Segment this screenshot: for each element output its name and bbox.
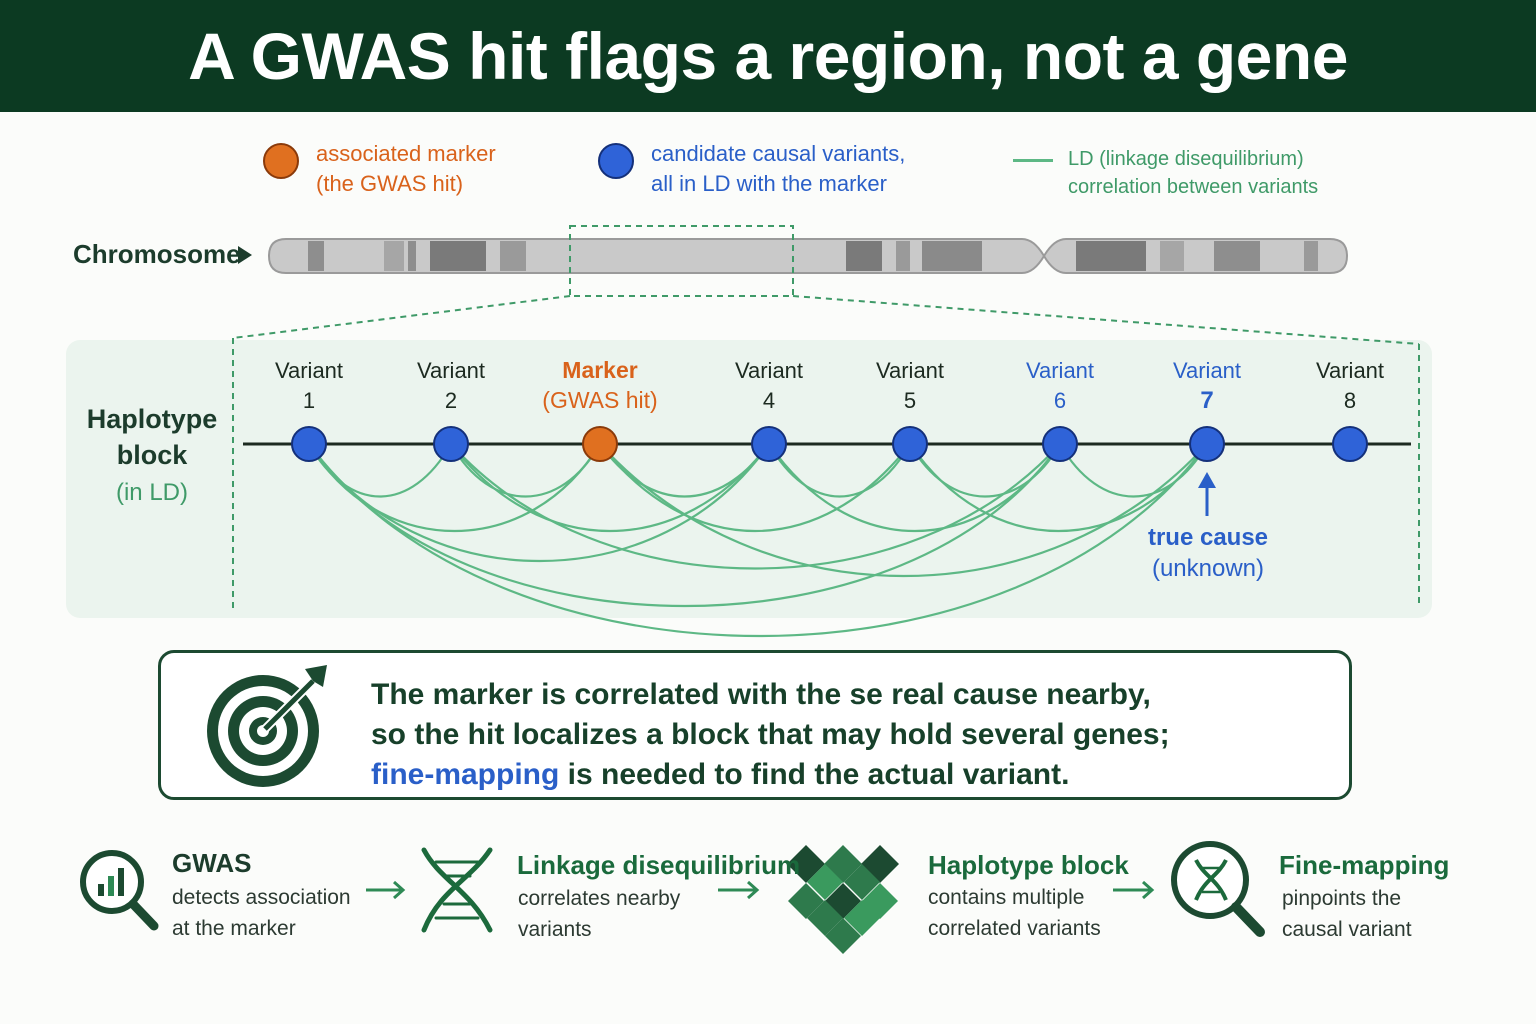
step-block-title: Haplotype block <box>928 850 1129 880</box>
callout-text: The marker is correlated with the se rea… <box>371 675 1170 795</box>
marker-label: Marker <box>562 357 637 383</box>
step-finemap-desc: pinpoints the causal variant <box>1282 883 1412 945</box>
step-finemap-title: Fine-mapping <box>1279 850 1450 880</box>
variant-2: Variant 2 <box>417 358 485 462</box>
callout-line2: so the hit localizes a block that may ho… <box>371 718 1170 751</box>
variant-2-label: Variant <box>417 358 485 383</box>
callout-line3: fine-mapping is needed to find the actua… <box>371 755 1170 795</box>
marker-legend-line1: associated marker <box>316 141 496 166</box>
variant-7-number: 7 <box>1200 387 1213 414</box>
ld-legend-text: LD (linkage disequilibrium) correlation … <box>1068 145 1318 201</box>
step-block-line2: correlated variants <box>928 917 1101 940</box>
callout-line1: The marker is correlated with the se rea… <box>371 678 1151 711</box>
zoom-line-right <box>792 295 1420 345</box>
variant-6: Variant 6 <box>1026 358 1094 462</box>
variant-1-dot <box>291 426 327 462</box>
haplotype-label-line3: (in LD) <box>116 479 188 506</box>
step-ld-line2: variants <box>518 918 592 941</box>
variant-5-label: Variant <box>876 358 944 383</box>
ld-legend-line2: correlation between variants <box>1068 176 1319 198</box>
variant-4: Variant 4 <box>735 358 803 462</box>
candidate-legend-line1: candidate causal variants, <box>651 141 906 166</box>
step-arrows <box>366 880 1155 900</box>
marker-dot <box>582 426 618 462</box>
dna-icon <box>421 847 493 933</box>
true-cause-sublabel: (unknown) <box>1152 555 1264 582</box>
magnifier-dna-icon <box>1171 841 1265 937</box>
fine-mapping-highlight: fine-mapping <box>371 758 560 791</box>
marker-legend-dot <box>263 143 299 179</box>
haplotype-block-panel <box>66 340 1432 618</box>
target-icon <box>207 665 327 787</box>
step-gwas-title: GWAS <box>172 848 252 878</box>
haplotype-label-line2: block <box>117 440 189 470</box>
marker-sublabel: (GWAS hit) <box>542 387 657 413</box>
variant-7-dot <box>1189 426 1225 462</box>
variant-1-label: Variant <box>275 358 343 383</box>
variant-7-label: Variant <box>1173 358 1241 383</box>
callout-box: The marker is correlated with the se rea… <box>158 650 1352 800</box>
step-ld-title: Linkage disequilibrium <box>517 850 801 880</box>
step-gwas-desc: detects association at the marker <box>172 882 351 944</box>
step-finemap-line1: pinpoints the <box>1282 887 1402 910</box>
step-finemap-line2: causal variant <box>1282 918 1412 941</box>
candidate-legend-line2: all in LD with the marker <box>651 171 887 196</box>
variant-6-number: 6 <box>1054 388 1066 413</box>
variant-1: Variant 1 <box>275 358 343 462</box>
marker-legend-line2: (the GWAS hit) <box>316 171 464 196</box>
variant-5-dot <box>892 426 928 462</box>
marker-legend-text: associated marker (the GWAS hit) <box>316 139 496 199</box>
magnifier-chart-icon <box>80 850 159 931</box>
variant-7: Variant 7 <box>1173 358 1241 462</box>
header-banner: A GWAS hit flags a region, not a gene <box>0 0 1536 112</box>
step-block-line1: contains multiple <box>928 886 1085 909</box>
step-ld-desc: correlates nearby variants <box>518 883 680 945</box>
page-title: A GWAS hit flags a region, not a gene <box>188 19 1348 93</box>
variant-5-number: 5 <box>904 388 916 413</box>
ld-legend-line1: LD (linkage disequilibrium) <box>1068 148 1304 170</box>
ld-legend-line <box>1013 159 1053 162</box>
marker-variant: Marker (GWAS hit) <box>542 357 658 462</box>
variant-6-dot <box>1042 426 1078 462</box>
variant-8: Variant 8 <box>1316 358 1384 462</box>
ld-arcs <box>308 443 1208 637</box>
block-grid-icon <box>787 845 899 954</box>
candidate-legend-text: candidate causal variants, all in LD wit… <box>651 139 905 199</box>
zoom-region-box <box>569 225 794 297</box>
chromosome-pointer-icon <box>238 246 252 264</box>
step-block-desc: contains multiple correlated variants <box>928 882 1101 944</box>
step-ld-line1: correlates nearby <box>518 887 681 910</box>
variant-2-number: 2 <box>445 388 457 413</box>
chromosome-label: Chromosome <box>73 239 241 269</box>
variant-8-dot <box>1332 426 1368 462</box>
step-gwas-line1: detects association <box>172 886 351 909</box>
variant-4-number: 4 <box>763 388 775 413</box>
callout-line3-rest: is needed to find the actual variant. <box>559 758 1070 791</box>
true-cause-label: true cause <box>1148 524 1268 551</box>
step-gwas-line2: at the marker <box>172 917 296 940</box>
variant-5: Variant 5 <box>876 358 944 462</box>
true-cause-arrow-icon <box>1198 472 1216 516</box>
chromosome-ideogram <box>267 238 1349 274</box>
variant-4-label: Variant <box>735 358 803 383</box>
zoom-line-left <box>232 295 571 339</box>
variant-1-number: 1 <box>303 388 315 413</box>
variant-6-label: Variant <box>1026 358 1094 383</box>
variant-2-dot <box>433 426 469 462</box>
haplotype-label-line1: Haplotype <box>87 404 218 434</box>
variant-8-label: Variant <box>1316 358 1384 383</box>
variant-4-dot <box>751 426 787 462</box>
candidate-legend-dot <box>598 143 634 179</box>
variant-8-number: 8 <box>1344 388 1356 413</box>
